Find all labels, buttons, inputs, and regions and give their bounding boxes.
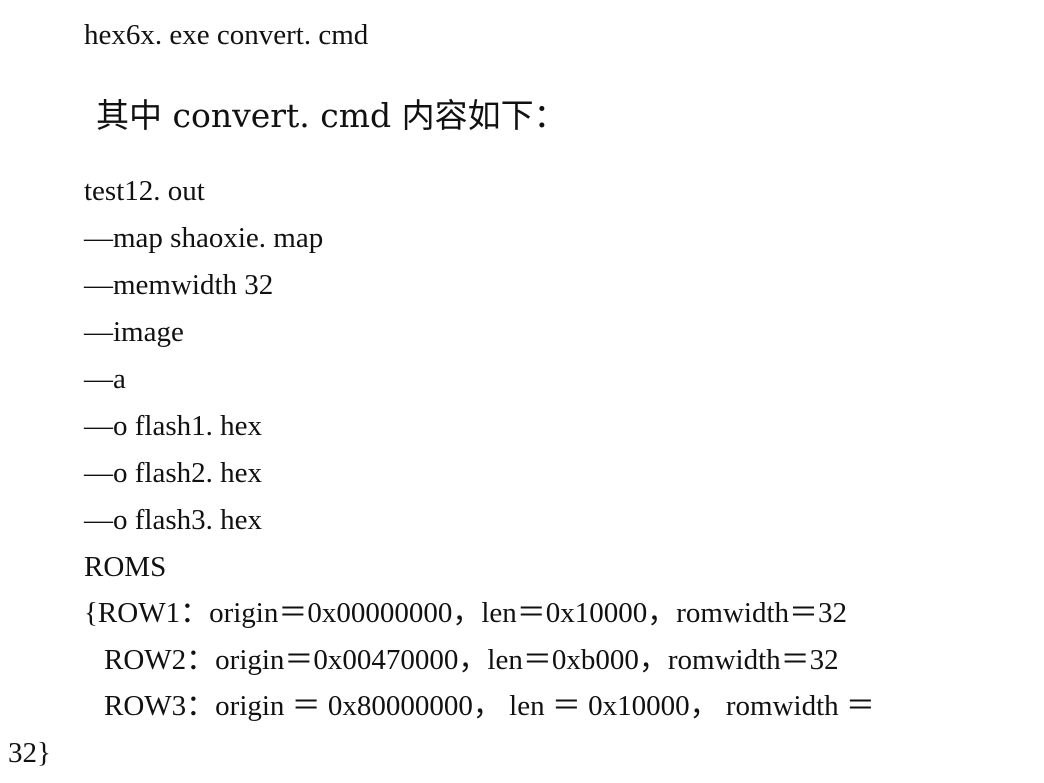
roms-row3: ROW3：origin ＝ 0x80000000， len ＝ 0x10000，… <box>104 690 875 722</box>
cmd-line-image-option: —image <box>84 316 184 348</box>
cmd-line-a-option: —a <box>84 363 126 395</box>
cmd-line-output-flash2: —o flash2. hex <box>84 457 262 489</box>
roms-row2: ROW2：origin＝0x00470000，len＝0xb000，romwid… <box>104 644 839 676</box>
cmd-line-output-flash3: —o flash3. hex <box>84 504 262 536</box>
cmd-line-output-flash1: —o flash1. hex <box>84 410 262 442</box>
command-line: hex6x. exe convert. cmd <box>84 19 369 51</box>
cmd-line-roms-keyword: ROMS <box>84 551 167 583</box>
section-heading: 其中 convert. cmd 内容如下： <box>96 96 567 135</box>
cmd-line-input-file: test12. out <box>84 175 205 207</box>
cmd-line-map-option: —map shaoxie. map <box>84 222 324 254</box>
cmd-line-memwidth-option: —memwidth 32 <box>84 269 274 301</box>
roms-row1: {ROW1：origin＝0x00000000，len＝0x10000，romw… <box>84 597 848 629</box>
roms-row3-wrap: 32} <box>8 737 51 769</box>
